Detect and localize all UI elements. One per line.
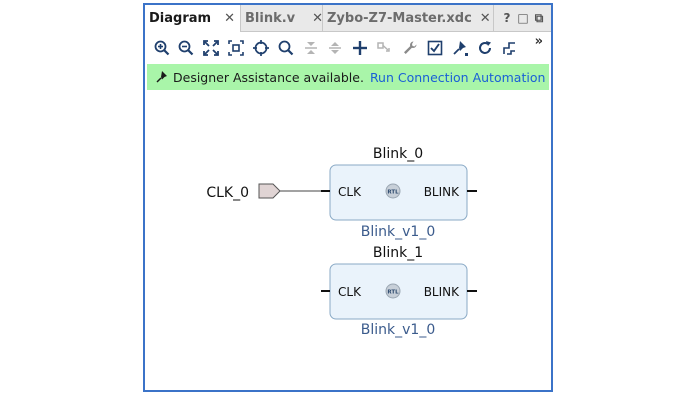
block-type-label: Blink_v1_0 [361, 224, 435, 240]
tab-blink-v[interactable]: Blink.v ✕ [241, 5, 323, 31]
validate-icon[interactable] [424, 37, 446, 59]
float-icon[interactable]: ⧉ [534, 10, 544, 25]
input-pin-label: CLK [338, 285, 362, 299]
assistant-pin-icon [156, 71, 167, 83]
tab-label: Diagram [149, 11, 212, 26]
block-type-label: Blink_v1_0 [361, 322, 435, 338]
output-pin-label: BLINK [424, 185, 460, 199]
output-pin-label: BLINK [424, 285, 460, 299]
rtl-badge-label: RTL [387, 190, 399, 196]
input-pin-label: CLK [338, 185, 362, 199]
zoom-in-icon[interactable] [151, 37, 173, 59]
make-connection-icon[interactable] [374, 37, 396, 59]
diagram-window: Diagram ✕ Blink.v ✕ Zybo-Z7-Master.xdc ✕… [143, 3, 553, 392]
run-connection-automation-link[interactable]: Run Connection Automation [369, 69, 546, 85]
zoom-out-icon[interactable] [175, 37, 197, 59]
zoom-area-icon[interactable] [225, 37, 247, 59]
rtl-badge-label: RTL [387, 290, 399, 296]
tab-bar: Diagram ✕ Blink.v ✕ Zybo-Z7-Master.xdc ✕… [145, 5, 551, 32]
pin-icon[interactable] [449, 37, 471, 59]
diagram-toolbar: » [145, 32, 551, 64]
banner-message: Designer Assistance available. [173, 69, 364, 85]
rtl-badge-icon [385, 183, 401, 199]
center-icon[interactable] [250, 37, 272, 59]
port-label: CLK_0 [206, 185, 249, 201]
diagram-canvas[interactable]: CLK_0 Blink_0 CLK RTL BLINK Blink_v1_0 B… [145, 91, 551, 390]
toolbar-overflow-icon[interactable]: » [534, 34, 543, 49]
designer-assistance-banner: Designer Assistance available. Run Conne… [147, 64, 549, 90]
close-icon[interactable]: ✕ [479, 10, 491, 26]
port-clk-0[interactable]: CLK_0 [206, 183, 321, 201]
regenerate-icon[interactable] [474, 37, 496, 59]
tab-diagram[interactable]: Diagram ✕ [145, 5, 241, 32]
rtl-badge-icon [385, 283, 401, 299]
fit-icon[interactable] [200, 37, 222, 59]
block-instance-name: Blink_1 [373, 245, 423, 261]
ip-block-blink-0[interactable]: Blink_0 CLK RTL BLINK Blink_v1_0 [321, 146, 477, 240]
restore-icon[interactable]: □ [517, 11, 529, 25]
tab-zybo-xdc[interactable]: Zybo-Z7-Master.xdc ✕ [323, 5, 494, 31]
optimize-routing-icon[interactable] [499, 37, 521, 59]
add-ip-icon[interactable] [349, 37, 371, 59]
tab-label: Blink.v [245, 10, 296, 26]
help-icon[interactable]: ? [503, 11, 511, 25]
close-icon[interactable]: ✕ [224, 11, 235, 26]
port-shape[interactable] [258, 183, 281, 199]
ip-block-blink-1[interactable]: Blink_1 CLK RTL BLINK Blink_v1_0 [321, 245, 477, 338]
search-icon[interactable] [275, 37, 297, 59]
collapse-icon[interactable] [300, 37, 322, 59]
tab-label: Zybo-Z7-Master.xdc [327, 10, 472, 26]
block-instance-name: Blink_0 [373, 146, 423, 162]
close-icon[interactable]: ✕ [312, 10, 324, 26]
expand-icon[interactable] [324, 37, 346, 59]
properties-icon[interactable] [399, 37, 421, 59]
